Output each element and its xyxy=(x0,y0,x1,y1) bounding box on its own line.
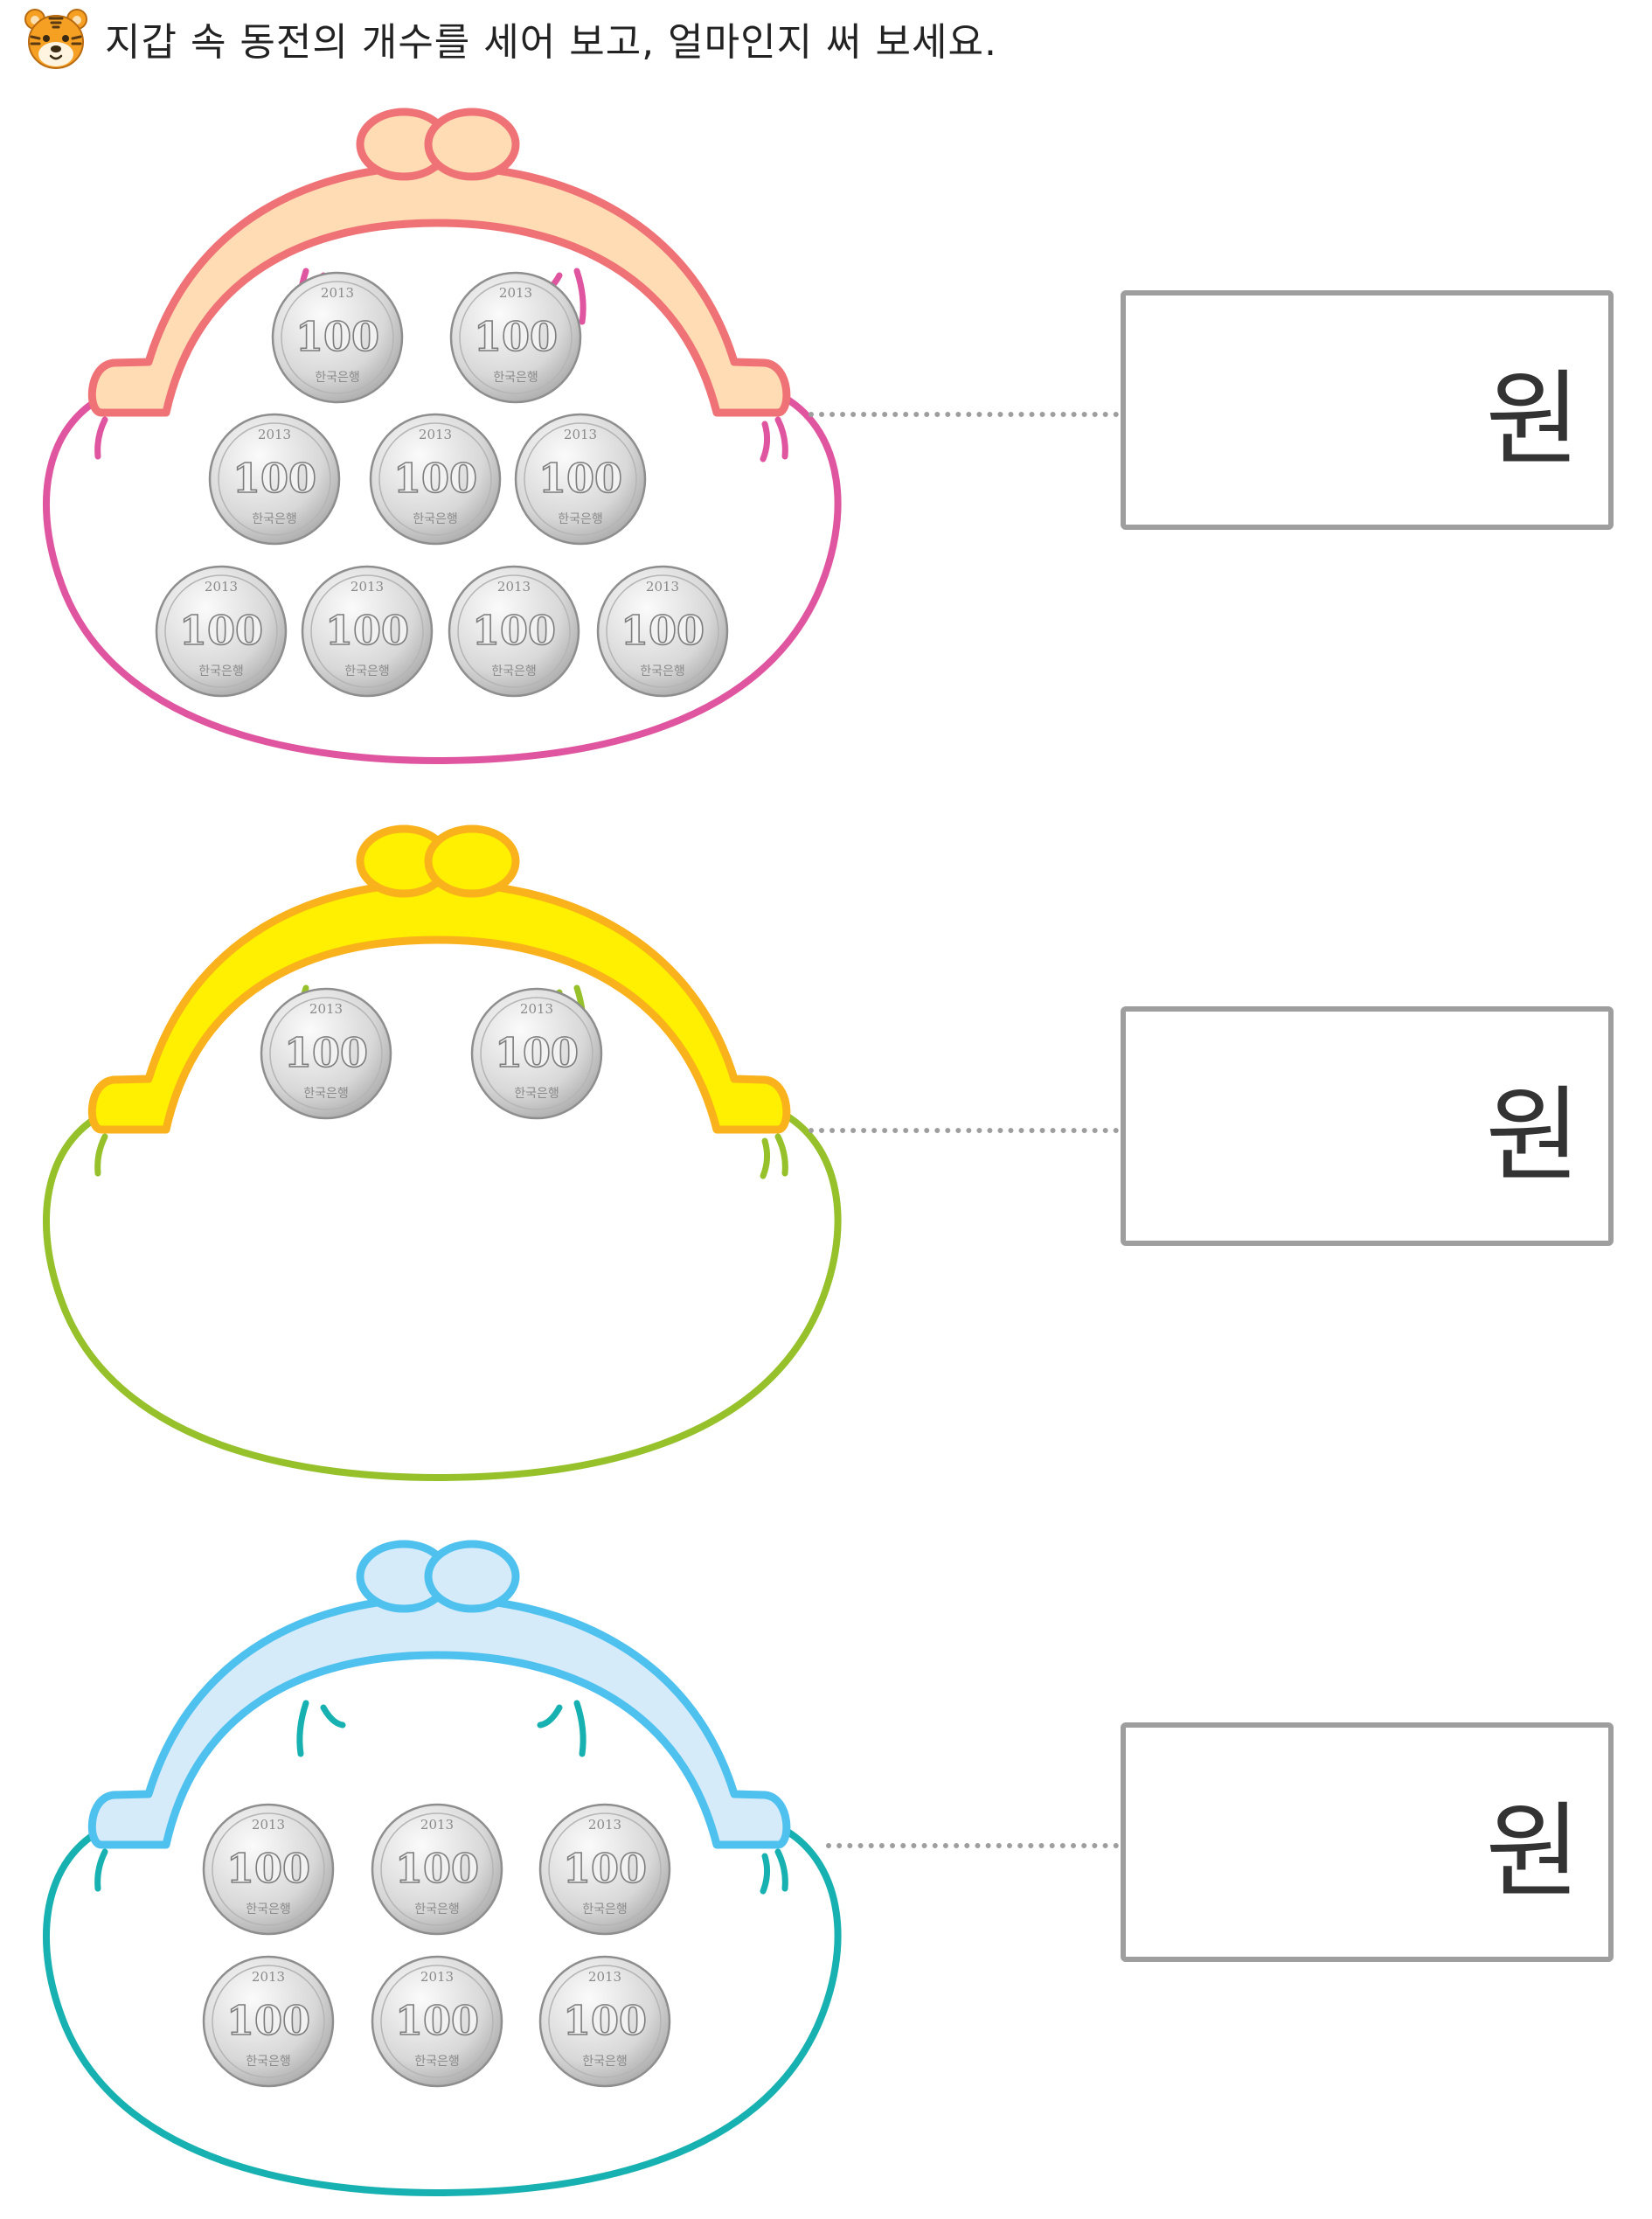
coin-100-won: 2013 100 한국은행 xyxy=(301,565,434,701)
svg-text:100: 100 xyxy=(563,1845,647,1892)
coin-100-won: 2013 100 한국은행 xyxy=(260,987,392,1123)
coin-100-won: 2013 100 한국은행 xyxy=(514,413,647,549)
coin-100-won: 2013 100 한국은행 xyxy=(202,1803,335,1939)
svg-text:100: 100 xyxy=(179,607,263,654)
svg-text:한국은행: 한국은행 xyxy=(493,371,538,385)
svg-text:100: 100 xyxy=(284,1029,368,1076)
coin-100-won: 2013 100 한국은행 xyxy=(155,565,288,701)
purse-3: 2013 100 한국은행 2013 100 한국은행 2013 100 한국은행 2013 100… xyxy=(0,1520,874,2219)
svg-text:한국은행: 한국은행 xyxy=(303,1087,349,1101)
svg-text:100: 100 xyxy=(325,607,409,654)
svg-text:한국은행: 한국은행 xyxy=(344,664,390,678)
svg-text:한국은행: 한국은행 xyxy=(640,664,685,678)
unit-label-won: 원 xyxy=(1485,1075,1580,1196)
svg-text:100: 100 xyxy=(474,313,558,360)
svg-text:2013: 2013 xyxy=(420,1969,454,1985)
instruction-text: 지갑 속 동전의 개수를 세어 보고, 얼마인지 써 보세요. xyxy=(105,20,997,65)
svg-text:한국은행: 한국은행 xyxy=(315,371,360,385)
svg-text:100: 100 xyxy=(563,1997,647,2044)
svg-text:100: 100 xyxy=(472,607,556,654)
svg-text:한국은행: 한국은행 xyxy=(414,2055,460,2069)
svg-text:한국은행: 한국은행 xyxy=(246,2055,291,2069)
svg-text:100: 100 xyxy=(495,1029,579,1076)
svg-text:100: 100 xyxy=(226,1845,310,1892)
svg-text:한국은행: 한국은행 xyxy=(514,1087,559,1101)
svg-text:2013: 2013 xyxy=(497,579,531,595)
purse-drawing xyxy=(43,108,842,765)
svg-text:한국은행: 한국은행 xyxy=(246,1902,291,1916)
coin-100-won: 2013 100 한국은행 xyxy=(271,271,404,407)
svg-text:100: 100 xyxy=(395,1997,479,2044)
purse-1: 2013 100 한국은행 2013 100 한국은행 2013 100 한국은행 2013 100… xyxy=(0,87,874,787)
svg-text:2013: 2013 xyxy=(258,427,291,442)
svg-text:2013: 2013 xyxy=(321,285,354,301)
tiger-face-icon xyxy=(24,9,87,69)
svg-text:한국은행: 한국은행 xyxy=(414,1902,460,1916)
svg-text:100: 100 xyxy=(393,455,477,502)
svg-text:100: 100 xyxy=(395,1845,479,1892)
coin-100-won: 2013 100 한국은행 xyxy=(208,413,341,549)
svg-text:2013: 2013 xyxy=(588,1969,621,1985)
unit-label-won: 원 xyxy=(1485,1791,1580,1912)
svg-text:2013: 2013 xyxy=(564,427,597,442)
dotted-connector-2 xyxy=(809,1128,1119,1133)
instruction: 지갑 속 동전의 개수를 세어 보고, 얼마인지 써 보세요. xyxy=(21,2,997,75)
coin-100-won: 2013 100 한국은행 xyxy=(449,271,582,407)
svg-text:한국은행: 한국은행 xyxy=(198,664,244,678)
dotted-connector-1 xyxy=(809,412,1119,417)
answer-box-3[interactable]: 원 xyxy=(1121,1722,1614,1962)
answer-box-2[interactable]: 원 xyxy=(1121,1006,1614,1246)
svg-text:한국은행: 한국은행 xyxy=(491,664,537,678)
coin-100-won: 2013 100 한국은행 xyxy=(596,565,729,701)
coin-100-won: 2013 100 한국은행 xyxy=(470,987,603,1123)
svg-text:2013: 2013 xyxy=(520,1001,553,1017)
svg-text:100: 100 xyxy=(226,1997,310,2044)
svg-text:2013: 2013 xyxy=(252,1817,285,1833)
svg-text:2013: 2013 xyxy=(252,1969,285,1985)
purse-2: 2013 100 한국은행 2013 100 한국은행 xyxy=(0,804,874,1504)
svg-text:한국은행: 한국은행 xyxy=(413,512,458,526)
purse-drawing xyxy=(43,1540,842,2197)
svg-text:2013: 2013 xyxy=(646,579,679,595)
coin-100-won: 2013 100 한국은행 xyxy=(369,413,502,549)
coin-100-won: 2013 100 한국은행 xyxy=(538,1955,671,2091)
svg-text:2013: 2013 xyxy=(420,1817,454,1833)
svg-text:2013: 2013 xyxy=(419,427,452,442)
svg-text:한국은행: 한국은행 xyxy=(582,1902,628,1916)
svg-text:2013: 2013 xyxy=(499,285,532,301)
answer-box-1[interactable]: 원 xyxy=(1121,290,1614,530)
unit-label-won: 원 xyxy=(1485,358,1580,480)
coin-100-won: 2013 100 한국은행 xyxy=(538,1803,671,1939)
svg-text:2013: 2013 xyxy=(351,579,384,595)
svg-text:100: 100 xyxy=(295,313,379,360)
svg-text:2013: 2013 xyxy=(309,1001,343,1017)
purse-drawing xyxy=(43,824,842,1482)
svg-text:2013: 2013 xyxy=(205,579,238,595)
svg-text:한국은행: 한국은행 xyxy=(558,512,603,526)
svg-text:한국은행: 한국은행 xyxy=(252,512,297,526)
svg-text:한국은행: 한국은행 xyxy=(582,2055,628,2069)
coin-100-won: 2013 100 한국은행 xyxy=(371,1803,503,1939)
purse-hooks xyxy=(94,1700,788,1895)
coin-100-won: 2013 100 한국은행 xyxy=(371,1955,503,2091)
dotted-connector-3 xyxy=(826,1843,1119,1848)
svg-text:2013: 2013 xyxy=(588,1817,621,1833)
svg-text:100: 100 xyxy=(621,607,705,654)
svg-text:100: 100 xyxy=(233,455,316,502)
coin-100-won: 2013 100 한국은행 xyxy=(448,565,580,701)
coin-100-won: 2013 100 한국은행 xyxy=(202,1955,335,2091)
svg-text:100: 100 xyxy=(538,455,622,502)
